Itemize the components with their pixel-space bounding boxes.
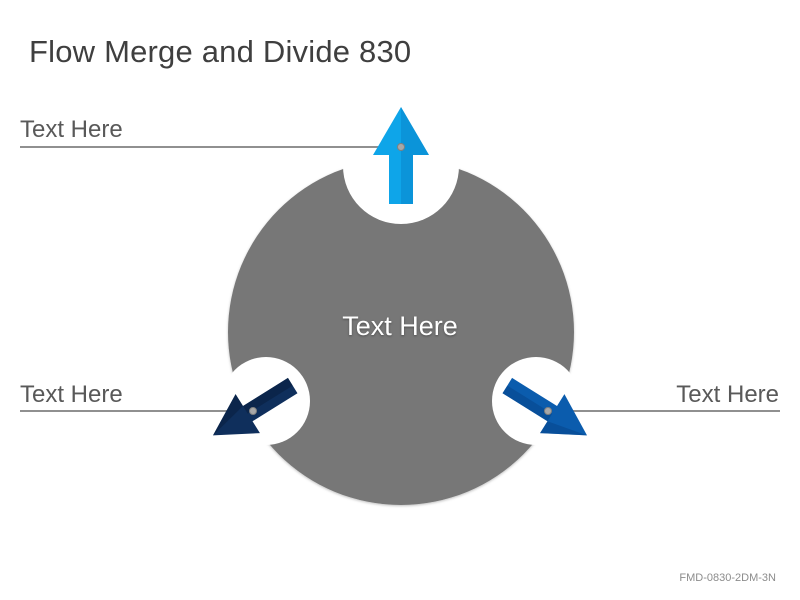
- connector-dot-left: [249, 407, 257, 415]
- label-left: Text Here: [20, 381, 123, 408]
- footer-code: FMD-0830-2DM-3N: [679, 572, 776, 584]
- connector-dot-top: [397, 143, 405, 151]
- slide-title: Flow Merge and Divide 830: [29, 34, 412, 69]
- connector-dot-right: [544, 407, 552, 415]
- center-label: Text Here: [342, 311, 458, 341]
- arrow-down-left-icon: [212, 377, 298, 436]
- arrow-up-icon: [373, 107, 429, 204]
- central-disc: [228, 159, 574, 505]
- label-right: Text Here: [676, 381, 779, 408]
- label-top: Text Here: [20, 116, 123, 143]
